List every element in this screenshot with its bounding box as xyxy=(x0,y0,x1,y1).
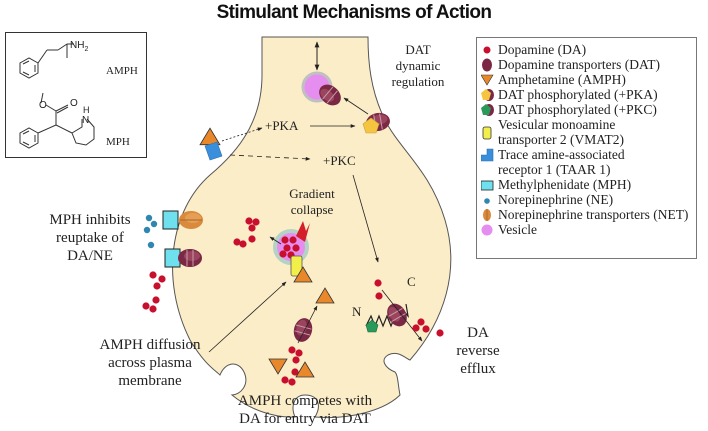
diagram-title: Stimulant Mechanisms of Action xyxy=(216,2,492,23)
amine-group-label: NH2 xyxy=(70,40,88,53)
c-terminus-label: C xyxy=(407,274,416,289)
amph-structure-label: AMPH xyxy=(106,65,138,77)
legend: Dopamine (DA) Dopamine transporters (DAT… xyxy=(476,37,697,259)
dat-pka-phosphorylated xyxy=(362,110,392,134)
amph-benzene-ring xyxy=(19,57,39,79)
mph-structure-label: MPH xyxy=(106,136,130,148)
vmat2-icon xyxy=(482,126,492,140)
norepinephrine-icon xyxy=(484,198,490,204)
amphetamine-icon xyxy=(481,74,494,86)
mph-benzene-ring xyxy=(19,127,39,149)
carbonyl-oxygen-label: O xyxy=(70,98,78,109)
dat-icon xyxy=(482,58,492,72)
dat-amph-entry xyxy=(268,287,335,386)
chemical-structures-drawing: NH2 O O H N AMPH MPH xyxy=(19,40,138,149)
piperidine-ring xyxy=(71,118,95,146)
taar1-receptor-with-amph xyxy=(199,127,223,161)
mph-square-icon xyxy=(481,180,494,191)
chemical-structures-panel: NH2 O O H N AMPH MPH xyxy=(5,32,147,158)
dat-reverse-efflux xyxy=(365,279,444,342)
vesicle-gradient-collapse xyxy=(273,221,313,283)
pka-pentagon-icon xyxy=(481,89,494,101)
mph-blocking-dat xyxy=(164,248,203,268)
vesicle-icon xyxy=(481,224,493,236)
dopamine-icon xyxy=(483,46,491,54)
net-icon xyxy=(483,209,491,221)
n-terminus-label: N xyxy=(352,304,362,319)
pkc-pentagon-icon xyxy=(481,104,494,116)
ring-nitrogen-label: N xyxy=(82,115,89,126)
taar1-icon xyxy=(481,148,494,162)
mph-blocking-net xyxy=(162,210,204,230)
vmat2 xyxy=(290,255,303,277)
ester-oxygen-label: O xyxy=(39,100,47,111)
endocytic-vesicle-with-dat xyxy=(301,71,346,111)
norepinephrine-molecules xyxy=(143,214,158,249)
pka-label: +PKA xyxy=(265,118,299,133)
ring-hydrogen-label: H xyxy=(83,105,90,115)
extracellular-dopamine-left xyxy=(142,271,166,313)
pkc-label: +PKC xyxy=(323,153,356,168)
